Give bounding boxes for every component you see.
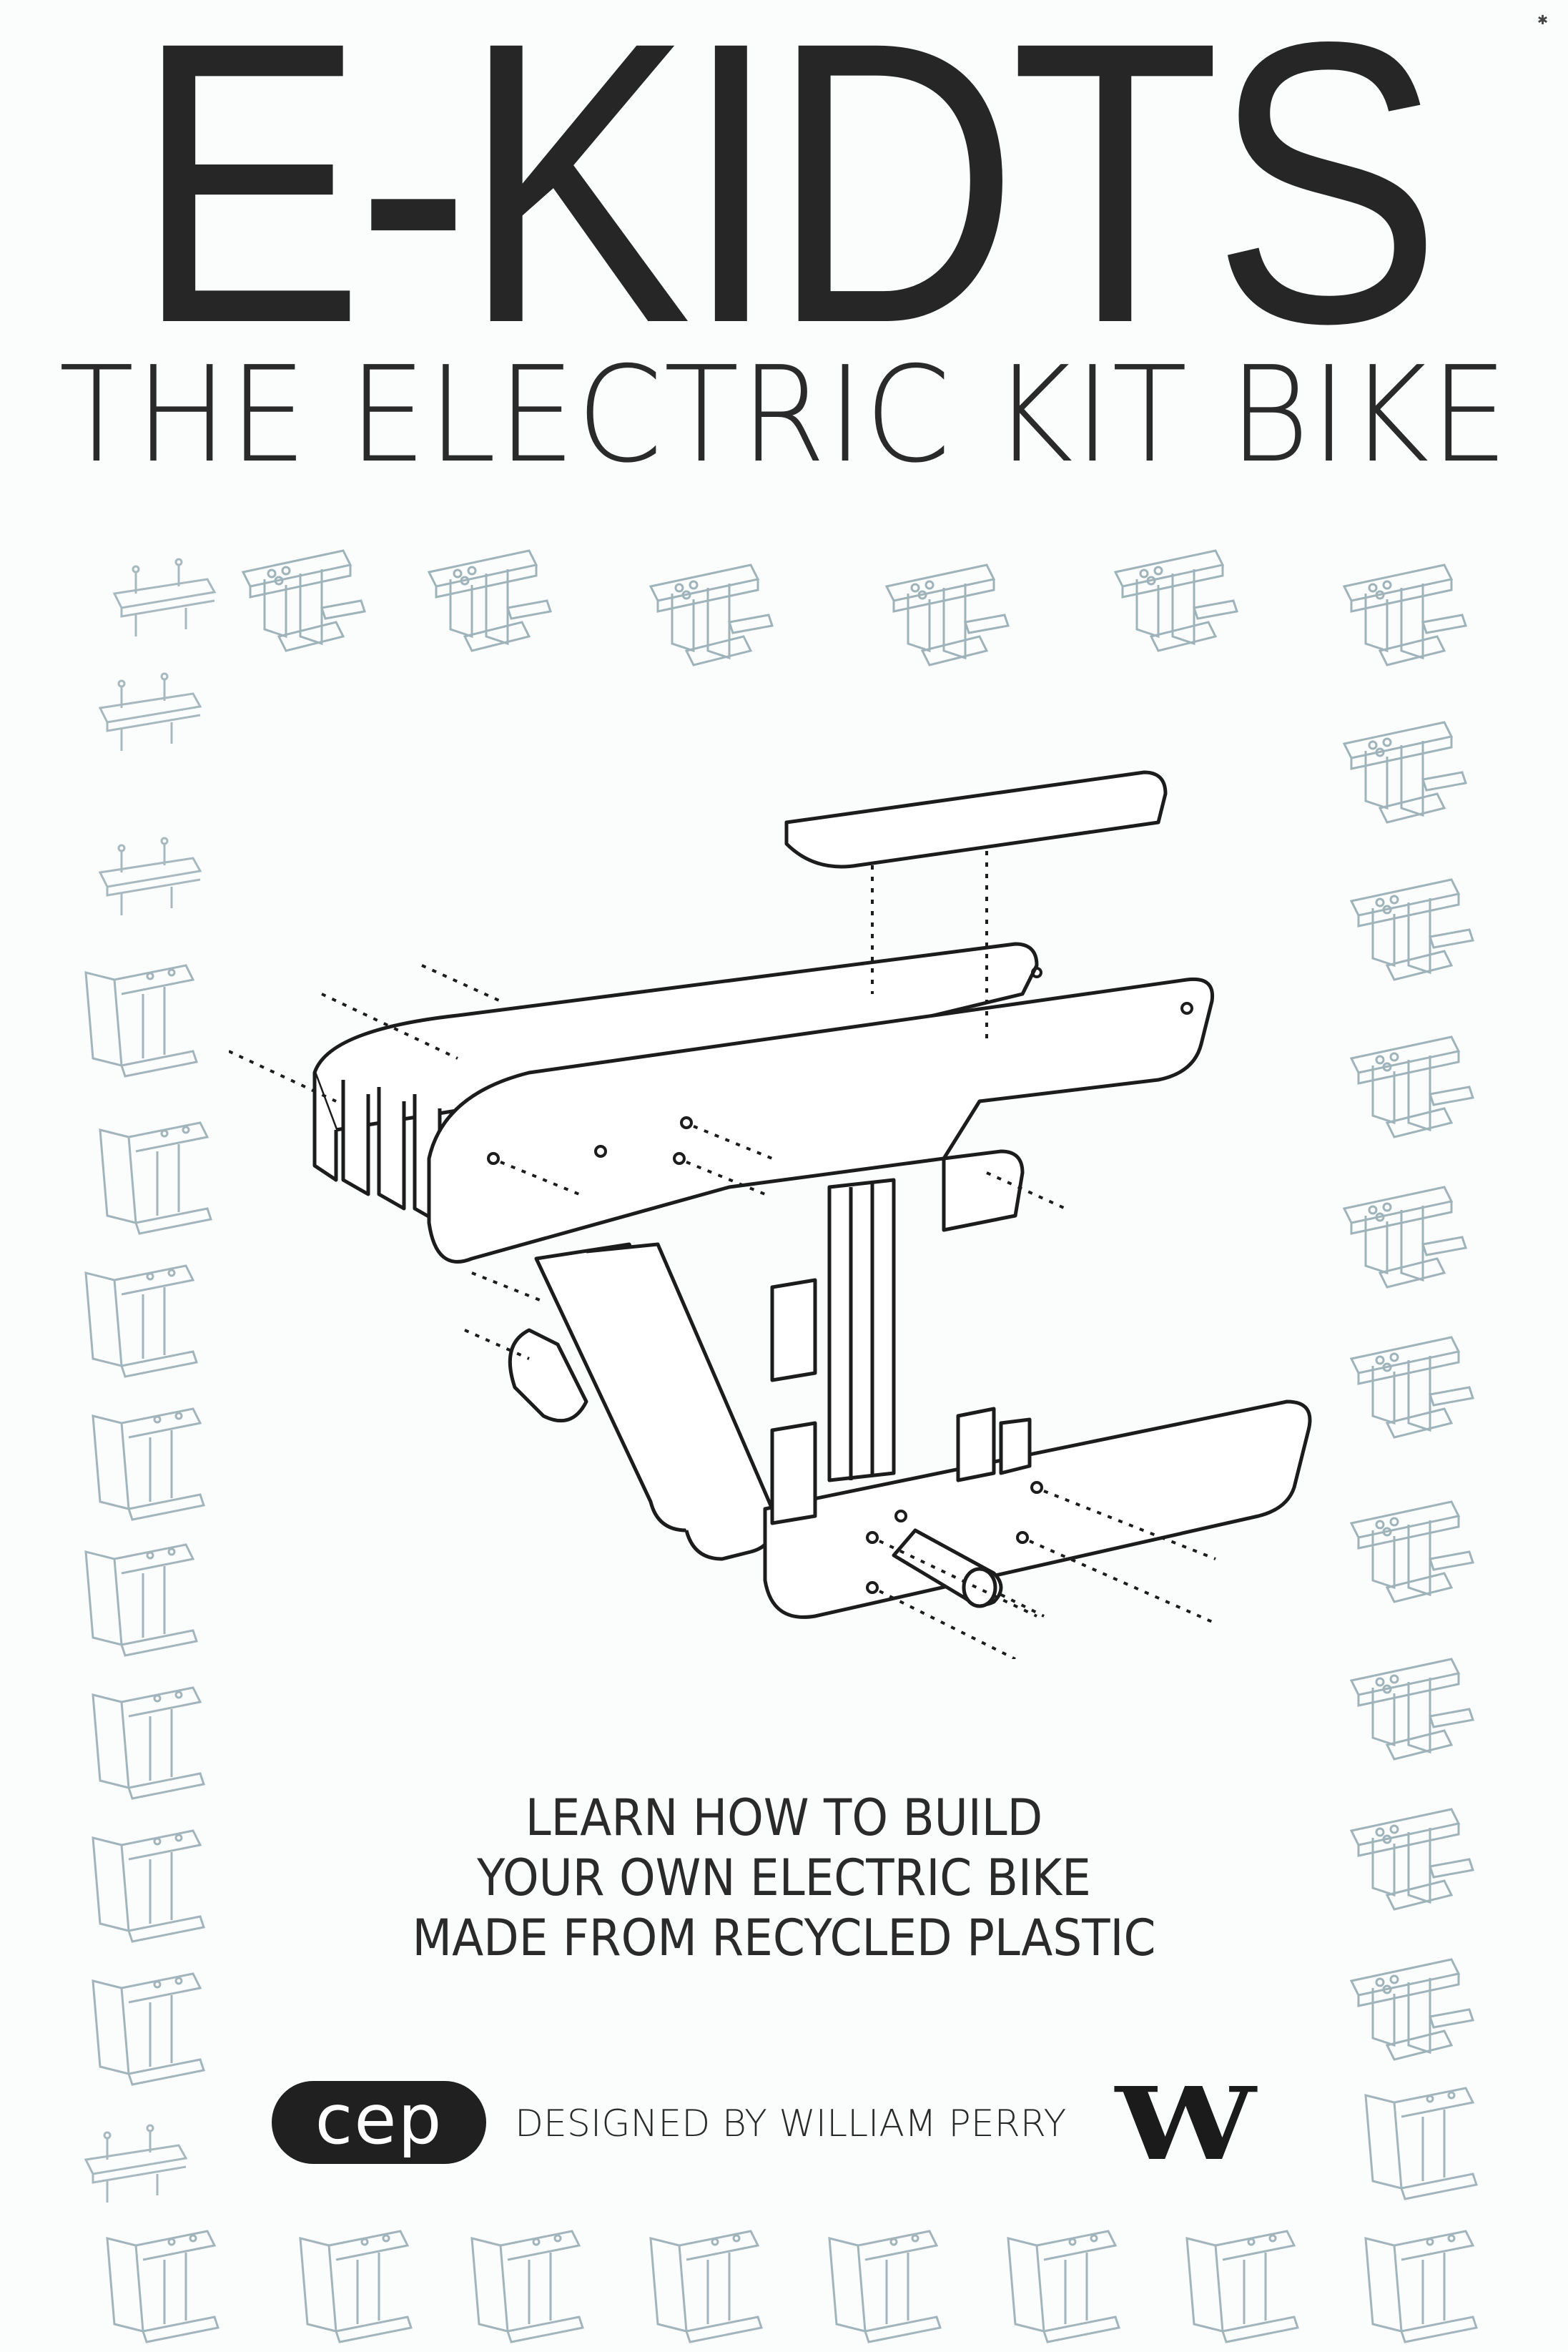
corner-mark: ✱ — [1537, 13, 1549, 28]
tagline: LEARN HOW TO BUILD YOUR OWN ELECTRIC BIK… — [0, 1788, 1568, 1968]
subtitle-text: THE ELECTRIC KIT BIKE — [59, 338, 1509, 492]
designer-credit: DESIGNED BY WILLIAM PERRY — [515, 2102, 1067, 2145]
poster-title: E-KIDTS — [134, 0, 1442, 406]
lower-frame-plate — [763, 1399, 1312, 1619]
main-frame-plate — [427, 977, 1215, 1264]
footer: cep DESIGNED BY WILLIAM PERRY W — [272, 2071, 1273, 2178]
university-w-logo: W — [1115, 2066, 1256, 2183]
tagline-line-3: MADE FROM RECYCLED PLASTIC — [412, 1909, 1156, 1967]
poster-subtitle: THE ELECTRIC KIT BIKE — [0, 343, 1568, 486]
tagline-line-1: LEARN HOW TO BUILD — [525, 1788, 1043, 1847]
center-column — [827, 1178, 896, 1482]
seat-part — [784, 770, 1168, 869]
battery-part — [508, 1328, 588, 1423]
motor-box — [942, 1149, 1025, 1232]
cep-logo: cep — [272, 2081, 486, 2164]
tagline-line-2: YOUR OWN ELECTRIC BIKE — [477, 1849, 1091, 1907]
exploded-bike-frame-drawing — [229, 770, 1312, 1659]
